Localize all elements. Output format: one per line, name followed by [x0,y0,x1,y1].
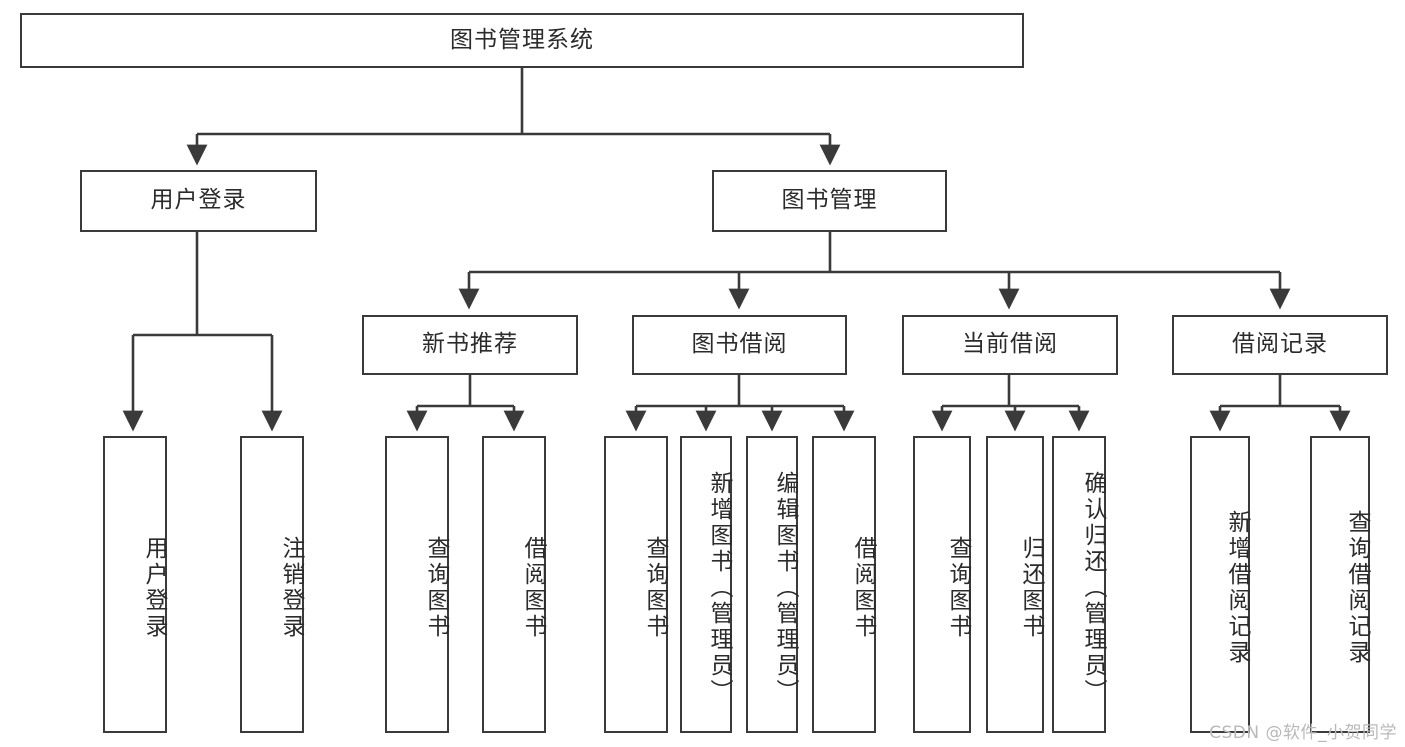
node-leaf-borrow-book-1[interactable]: 借阅图书 [482,436,546,733]
node-leaf-user-login[interactable]: 用户登录 [103,436,167,733]
node-leaf-borrow-book-2[interactable]: 借阅图书 [812,436,876,733]
node-leaf-query-book-1[interactable]: 查询图书 [385,436,449,733]
node-new-book-rec-label: 新书推荐 [422,331,518,358]
csdn-watermark: CSDN @软件_小贺同学 [1209,723,1397,743]
node-user-login[interactable]: 用户登录 [80,170,317,232]
node-leaf-confirm-return[interactable]: 确认归还（管理员） [1052,436,1106,733]
node-book-manage-label: 图书管理 [781,187,878,214]
node-leaf-query-record-label: 查询借阅记录 [1344,509,1370,666]
node-book-manage[interactable]: 图书管理 [712,170,947,232]
node-leaf-edit-book[interactable]: 编辑图书（管理员） [746,436,798,733]
node-leaf-user-logout-label: 注销登录 [278,535,304,640]
node-leaf-query-book-2[interactable]: 查询图书 [604,436,668,733]
node-leaf-borrow-book-1-label: 借阅图书 [520,535,546,640]
node-current-borrow-label: 当前借阅 [962,331,1058,358]
node-leaf-return-book-label: 归还图书 [1018,535,1044,640]
node-leaf-query-book-2-label: 查询图书 [642,535,668,640]
node-leaf-add-record-label: 新增借阅记录 [1224,509,1250,666]
node-new-book-rec[interactable]: 新书推荐 [362,315,578,375]
node-leaf-user-logout[interactable]: 注销登录 [240,436,304,733]
node-leaf-query-book-3-label: 查询图书 [945,535,971,640]
node-current-borrow[interactable]: 当前借阅 [902,315,1118,375]
node-root-label: 图书管理系统 [450,26,594,53]
node-root[interactable]: 图书管理系统 [20,13,1024,68]
node-leaf-add-book-label: 新增图书（管理员） [706,470,732,705]
node-book-borrow[interactable]: 图书借阅 [632,315,847,375]
node-leaf-query-record[interactable]: 查询借阅记录 [1310,436,1370,733]
node-user-login-label: 用户登录 [150,187,247,214]
node-borrow-record-label: 借阅记录 [1232,331,1328,358]
node-leaf-add-record[interactable]: 新增借阅记录 [1190,436,1250,733]
node-leaf-confirm-return-label: 确认归还（管理员） [1080,470,1106,705]
node-leaf-user-login-label: 用户登录 [141,535,167,640]
node-leaf-edit-book-label: 编辑图书（管理员） [772,470,798,705]
node-leaf-borrow-book-2-label: 借阅图书 [850,535,876,640]
node-borrow-record[interactable]: 借阅记录 [1172,315,1388,375]
node-leaf-add-book[interactable]: 新增图书（管理员） [680,436,732,733]
node-book-borrow-label: 图书借阅 [691,331,788,358]
node-leaf-return-book[interactable]: 归还图书 [986,436,1044,733]
node-leaf-query-book-3[interactable]: 查询图书 [913,436,971,733]
node-leaf-query-book-1-label: 查询图书 [423,535,449,640]
